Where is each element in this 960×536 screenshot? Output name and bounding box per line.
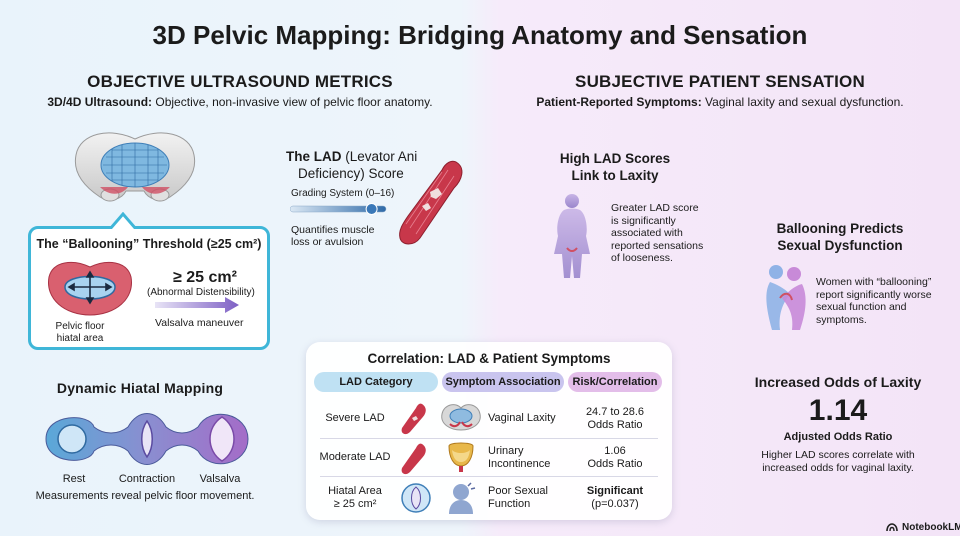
header-risk-correlation: Risk/Correlation <box>568 372 662 392</box>
hiatal-area-label: Pelvic floor hiatal area <box>41 321 119 345</box>
right-subtitle-text: Vaginal laxity and sexual dysfunction. <box>701 95 904 109</box>
row-3-category-line2: ≥ 25 cm² <box>333 498 377 510</box>
ballooning-predicts-title: Ballooning Predicts Sexual Dysfunction <box>760 220 920 254</box>
high-lad-title-line1: High LAD Scores <box>559 151 671 166</box>
left-subtitle: 3D/4D Ultrasound: Objective, non-invasiv… <box>10 95 470 109</box>
ballooning-predicts-line: symptoms. <box>816 313 867 326</box>
brand-logo: NotebookLM <box>886 522 960 533</box>
valsalva-label: Valsalva maneuver <box>155 317 244 329</box>
odds-desc-line2: increased odds for vaginal laxity. <box>762 461 914 474</box>
ballooning-threshold-card: The “Ballooning” Threshold (≥25 cm²) ≥ 2… <box>28 226 270 350</box>
pelvis-icon <box>441 404 481 431</box>
right-subtitle-bold: Patient-Reported Symptoms: <box>536 95 702 109</box>
hiatus-icon <box>48 261 132 316</box>
muscle-icon <box>401 403 426 435</box>
row-3-symptom-line2: Function <box>488 498 531 510</box>
arrow-icon <box>155 297 239 313</box>
pelvis-icon <box>74 132 196 202</box>
lad-title-rest: (Levator Ani <box>341 149 418 164</box>
row-3-risk: Significant (p=0.037) <box>568 485 662 511</box>
muscle-icon <box>401 443 426 475</box>
row-2-symptom-line2: Incontinence <box>488 458 551 470</box>
high-lad-description: Greater LAD score is significantly assoc… <box>611 202 721 265</box>
dynamic-label-valsalva: Valsalva <box>199 473 241 485</box>
ballooning-predicts-line: sexual function and <box>816 301 907 313</box>
couple-icon <box>766 265 806 330</box>
row-2-symptom: Urinary Incontinence <box>488 445 564 471</box>
ballooning-value: ≥ 25 cm² <box>173 269 237 286</box>
brand-text: NotebookLM <box>902 522 960 533</box>
muscle-icon <box>399 160 463 245</box>
ballooning-predicts-line2: Sexual Dysfunction <box>777 238 903 253</box>
lad-title-bold: The LAD <box>286 149 342 164</box>
ballooning-value-sub: (Abnormal Distensibility) <box>147 287 255 298</box>
callout-notch <box>110 212 136 229</box>
right-subtitle: Patient-Reported Symptoms: Vaginal laxit… <box>490 95 950 109</box>
lad-desc-line1: Quantifies muscle <box>291 224 375 236</box>
dynamic-label-rest: Rest <box>62 473 86 485</box>
high-lad-line: associated with <box>611 227 683 239</box>
row-2-risk-value: 1.06 <box>604 445 626 457</box>
row-divider <box>320 438 658 439</box>
hiatal-area-line2: hiatal area <box>56 333 104 344</box>
row-1-category: Severe LAD <box>325 412 385 424</box>
left-subtitle-text: Objective, non-invasive view of pelvic f… <box>152 95 433 109</box>
ballooning-predicts-line: Women with “ballooning” <box>816 276 932 288</box>
lad-title-line2: Deficiency) Score <box>298 166 404 181</box>
row-3-symptom: Poor Sexual Function <box>488 485 564 511</box>
woman-icon <box>449 482 476 514</box>
right-heading: SUBJECTIVE PATIENT SENSATION <box>575 72 865 91</box>
left-heading: OBJECTIVE ULTRASOUND METRICS <box>87 72 393 91</box>
high-lad-title-line2: Link to Laxity <box>571 168 659 183</box>
odds-desc-line1: Higher LAD scores correlate with <box>761 449 915 461</box>
lad-desc-line2: loss or avulsion <box>291 236 364 248</box>
high-lad-line: of looseness. <box>611 252 673 264</box>
left-subtitle-bold: 3D/4D Ultrasound: <box>47 95 153 109</box>
row-3-category-line1: Hiatal Area <box>328 485 382 497</box>
dynamic-mapping-title: Dynamic Hiatal Mapping <box>56 380 224 396</box>
ballooning-predicts-description: Women with “ballooning” report significa… <box>816 276 956 326</box>
dynamic-label-contraction: Contraction <box>118 473 176 485</box>
brand-icon <box>886 523 898 532</box>
correlation-table: Correlation: LAD & Patient Symptoms LAD … <box>306 342 672 520</box>
row-1-risk: 24.7 to 28.6 Odds Ratio <box>568 406 662 432</box>
row-3-symptom-line1: Poor Sexual <box>488 485 548 497</box>
bladder-icon <box>448 442 474 472</box>
row-3-risk-value: Significant <box>586 485 644 497</box>
page-title: 3D Pelvic Mapping: Bridging Anatomy and … <box>152 20 808 50</box>
odds-value: 1.14 <box>808 394 868 427</box>
lad-description: Quantifies muscle loss or avulsion <box>291 224 374 248</box>
correlation-title: Correlation: LAD & Patient Symptoms <box>367 351 611 366</box>
high-lad-title: High LAD Scores Link to Laxity <box>540 150 690 184</box>
row-2-risk: 1.06 Odds Ratio <box>568 445 662 471</box>
header-symptom-association: Symptom Association <box>442 372 564 392</box>
high-lad-line: Greater LAD score <box>611 202 699 214</box>
odds-description: Higher LAD scores correlate with increas… <box>730 449 946 474</box>
woman-icon <box>554 194 590 278</box>
dynamic-caption: Measurements reveal pelvic floor movemen… <box>35 490 255 502</box>
row-2-symptom-line1: Urinary <box>488 445 524 457</box>
ballooning-predicts-line: report significantly worse <box>816 288 932 301</box>
row-2-risk-label: Odds Ratio <box>587 458 643 470</box>
row-1-symptom: Vaginal Laxity <box>488 412 556 424</box>
row-1-risk-value: 24.7 to 28.6 <box>585 406 645 418</box>
odds-label: Adjusted Odds Ratio <box>783 431 893 443</box>
lad-score-title: The LAD (Levator Ani Deficiency) Score <box>286 148 426 182</box>
ballooning-title: The “Ballooning” Threshold (≥25 cm²) <box>36 237 262 251</box>
odds-title: Increased Odds of Laxity <box>754 374 922 390</box>
ring-icon <box>45 413 249 465</box>
header-lad-category: LAD Category <box>314 372 438 392</box>
lad-grading-label: Grading System (0–16) <box>291 188 395 199</box>
lad-slider <box>290 203 387 215</box>
row-divider <box>320 476 658 477</box>
row-1-risk-label: Odds Ratio <box>587 419 643 431</box>
hiatal-area-line1: Pelvic floor <box>55 321 105 332</box>
row-2-category: Moderate LAD <box>319 451 391 463</box>
hiatus-icon <box>401 483 431 513</box>
high-lad-line: reported sensations <box>611 239 704 252</box>
high-lad-line: is significantly <box>611 214 676 227</box>
row-3-category: Hiatal Area ≥ 25 cm² <box>314 485 396 511</box>
ballooning-predicts-line1: Ballooning Predicts <box>776 221 904 236</box>
row-3-risk-label: (p=0.037) <box>591 498 639 510</box>
